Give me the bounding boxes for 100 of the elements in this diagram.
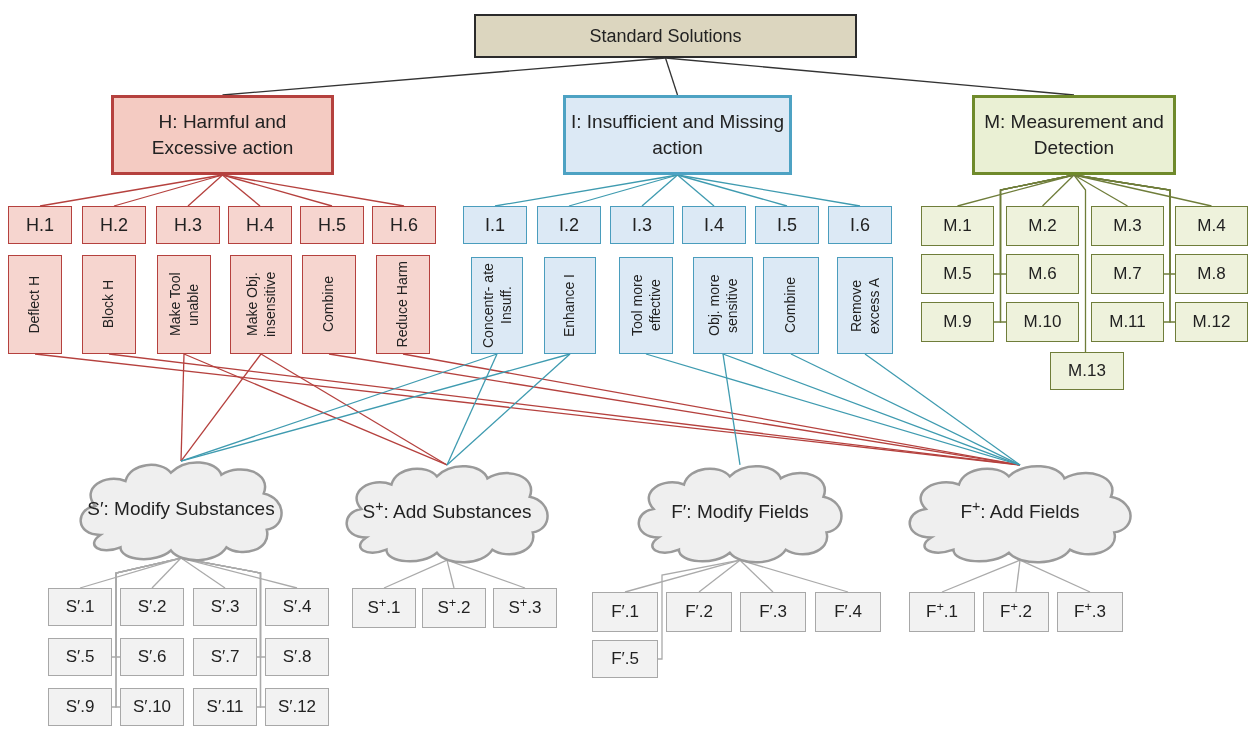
action-box [8,255,62,354]
node-label: S$^{+}$.3 [508,595,542,620]
connector-line [641,174,679,207]
node-label: S′.6 [137,646,167,669]
action-box [230,255,292,354]
node-label: I.4 [704,213,724,237]
node-label: Concentr- ate Insuff. [479,262,514,350]
code-box [265,688,329,726]
code-box [82,206,146,244]
connector-line [1073,174,1087,353]
action-box [763,257,819,354]
code-box [48,638,112,676]
action-box [157,255,211,354]
action-box [693,257,753,354]
node-label: Block H [100,280,118,329]
node-label: S′.5 [65,646,95,669]
connector-line [446,353,571,466]
node-label: S$^{+}$.1 [367,595,401,620]
node-label: Combine [782,277,800,334]
node-label: F$^{+}$.1 [926,599,958,624]
node-label: Obj. more sensitive [705,273,740,339]
action-box [376,255,430,354]
node-label: F′: Modify Fields [671,499,809,524]
node-label: I.2 [559,213,579,237]
code-box [592,640,658,678]
code-box [493,588,557,628]
action-box [544,257,596,354]
node-label: I.3 [632,213,652,237]
node-label: Make Tool unable [166,271,201,339]
code-box [921,254,994,294]
connector-line [864,353,1021,466]
code-box [983,592,1049,632]
action-box [837,257,893,354]
code-box [8,206,72,244]
connector-line [739,559,774,593]
node-label: S′.4 [282,596,312,619]
connector-line [187,174,224,207]
node-label: F$^{+}$.3 [1074,599,1106,624]
code-box [909,592,975,632]
connector-line [221,174,261,207]
connector-line [698,559,741,593]
code-box [265,638,329,676]
code-box [352,588,416,628]
node-label: H.2 [100,213,128,237]
code-box [815,592,881,632]
action-box [82,255,136,354]
node-label: F′.2 [685,601,713,624]
code-box [265,588,329,626]
code-box [193,588,257,626]
node-label: F$^{+}$.2 [1000,599,1032,624]
code-box [740,592,806,632]
code-box [666,592,732,632]
category-box [563,95,792,175]
node-label: Standard Solutions [589,24,742,48]
node-label: H.5 [318,213,346,237]
code-box [300,206,364,244]
code-box [921,302,994,342]
node-label: I.6 [850,213,870,237]
code-box [1091,254,1164,294]
node-label: M.8 [1197,263,1226,286]
node-label: Remove excess A [847,276,882,336]
connector-line [722,353,1021,466]
node-label: M.10 [1023,311,1062,334]
connector-line [1073,174,1129,207]
code-box [592,592,658,632]
code-box [1175,302,1248,342]
node-label: M.5 [943,263,972,286]
connector-line [676,174,715,207]
node-label: S′.7 [210,646,240,669]
code-box [610,206,674,244]
code-box [48,688,112,726]
node-label: S′.3 [210,596,240,619]
code-box [193,688,257,726]
node-label: Reduce Harm [394,261,412,348]
code-box [1175,206,1248,246]
node-label: F′.3 [759,601,787,624]
code-box [1006,302,1079,342]
connector-line [1015,559,1021,593]
node-label: M: Measurement and Detection [983,109,1165,160]
node-label: M.13 [1068,360,1106,383]
node-label: H.4 [246,213,274,237]
connector-line [383,559,448,589]
node-label: I.5 [777,213,797,237]
code-box [921,206,994,246]
node-label: S′.11 [206,696,244,719]
node-label: M.3 [1113,215,1142,238]
code-box [1050,352,1124,390]
node-label: F′.5 [611,648,639,671]
connector-line [664,57,679,96]
node-label: Combine [320,276,338,333]
node-label: M.4 [1197,215,1226,238]
connector-line [151,557,182,589]
root-box [474,14,857,58]
code-box [463,206,527,244]
code-box [228,206,292,244]
code-box [755,206,819,244]
node-label: H.6 [390,213,418,237]
node-label: Tool more effective [628,273,663,339]
node-label: S$^{+}$.2 [437,595,471,620]
node-label: S′.8 [282,646,312,669]
